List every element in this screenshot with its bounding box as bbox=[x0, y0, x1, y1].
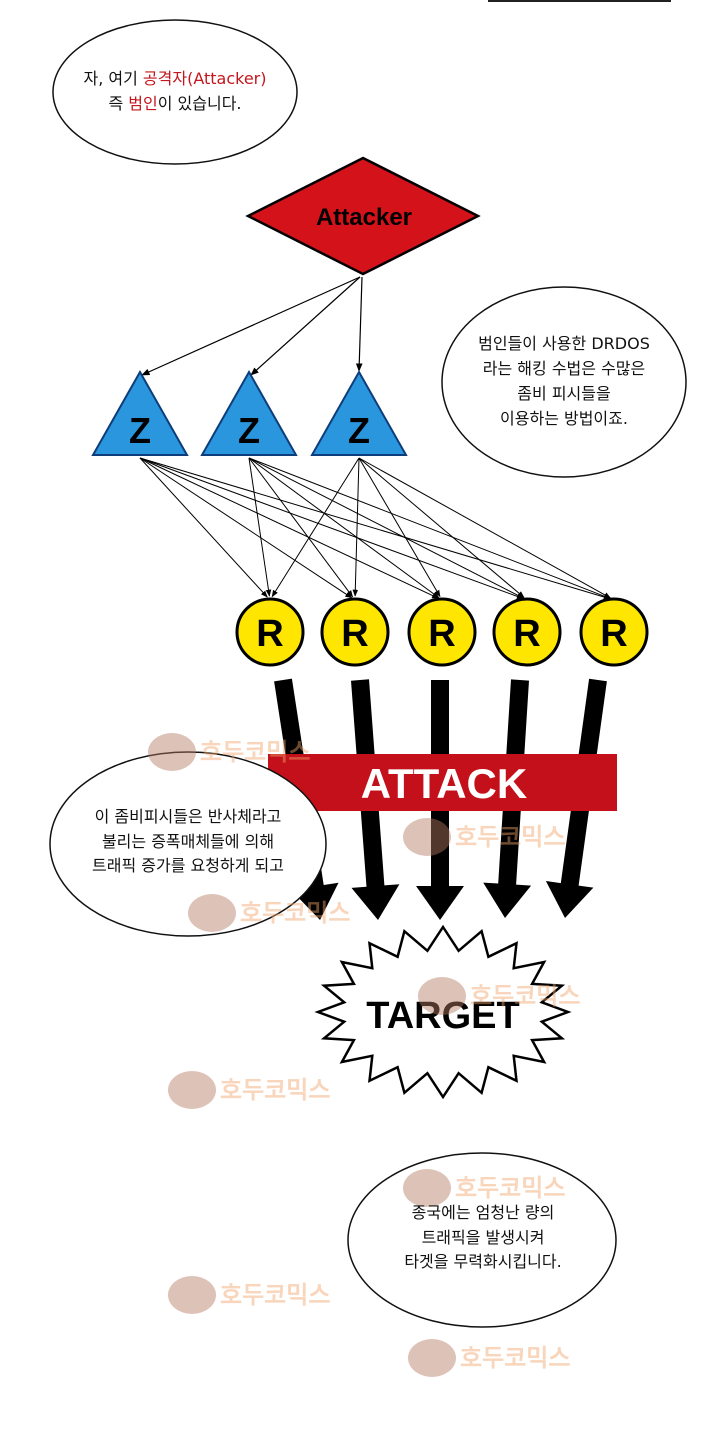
watermark-logo-icon bbox=[148, 733, 196, 771]
zombie-label: Z bbox=[348, 410, 370, 451]
attack-band: ATTACK bbox=[268, 754, 617, 811]
watermark: 호두코믹스 bbox=[148, 733, 310, 771]
intro-bubble-shape bbox=[52, 19, 298, 165]
reflector-node: R bbox=[407, 597, 477, 667]
attacker-diamond bbox=[245, 156, 481, 276]
reflector-circle bbox=[492, 597, 562, 667]
reflector-label: R bbox=[341, 613, 368, 655]
reflector-circle bbox=[579, 597, 649, 667]
target-node: TARGET bbox=[314, 924, 572, 1100]
connection-arrow bbox=[358, 457, 441, 598]
reflector-label: R bbox=[256, 613, 283, 655]
attack-label: ATTACK bbox=[361, 760, 527, 807]
watermark-text: 호두코믹스 bbox=[470, 982, 580, 1010]
watermark-text: 호두코믹스 bbox=[220, 1281, 330, 1309]
reflector-node: R bbox=[579, 597, 649, 667]
watermark-text: 호두코믹스 bbox=[455, 823, 565, 851]
zombie-label: Z bbox=[238, 410, 260, 451]
zombie-node: Z bbox=[310, 369, 408, 456]
connection-arrow bbox=[248, 457, 525, 599]
connection-arrow bbox=[139, 457, 611, 600]
watermark: 호두코믹스 bbox=[403, 818, 565, 856]
connection-arrow bbox=[352, 457, 360, 597]
watermark-logo-icon bbox=[168, 1276, 216, 1314]
drdos-bubble-shape bbox=[441, 286, 687, 478]
watermark-logo-icon bbox=[188, 894, 236, 932]
connection-arrow bbox=[141, 276, 361, 376]
connection-arrow bbox=[271, 457, 360, 598]
attacker-to-zombie-arrows bbox=[141, 276, 363, 376]
connection-arrow bbox=[358, 457, 525, 598]
connection-arrow bbox=[358, 457, 612, 599]
reflector-node: R bbox=[235, 597, 305, 667]
watermark: 호두코믹스 bbox=[188, 894, 350, 932]
connection-arrow bbox=[139, 457, 353, 599]
reflector-node: R bbox=[320, 597, 390, 667]
connection-arrow bbox=[139, 457, 524, 600]
zombie-triangle bbox=[200, 369, 298, 456]
attack-band-rect bbox=[268, 754, 617, 811]
connection-arrow bbox=[248, 457, 272, 597]
attacker-label: Attacker bbox=[316, 204, 412, 231]
zombie-node: Z bbox=[91, 369, 189, 456]
target-label: TARGET bbox=[366, 995, 519, 1037]
target-starburst bbox=[314, 924, 572, 1100]
connection-arrow bbox=[139, 457, 440, 599]
reflector-label: R bbox=[513, 613, 540, 655]
reflector-label: R bbox=[428, 613, 455, 655]
reflector-node: R bbox=[492, 597, 562, 667]
watermark-text: 호두코믹스 bbox=[220, 1076, 330, 1104]
watermark: 호두코믹스 bbox=[168, 1071, 330, 1109]
connection-arrow bbox=[139, 457, 268, 598]
watermark-logo-icon bbox=[168, 1071, 216, 1109]
connection-arrow bbox=[248, 457, 354, 598]
watermark-logo-icon bbox=[408, 1339, 456, 1377]
connection-arrow bbox=[248, 457, 440, 599]
watermark-text: 호두코믹스 bbox=[455, 1174, 565, 1202]
watermark-logo-icon bbox=[403, 818, 451, 856]
zombie-node: Z bbox=[200, 369, 298, 456]
connection-arrow bbox=[250, 276, 361, 376]
watermark-text: 호두코믹스 bbox=[200, 738, 310, 766]
connection-arrow bbox=[355, 276, 363, 372]
connection-arrow bbox=[248, 457, 611, 600]
watermark-logo-icon bbox=[403, 1169, 451, 1207]
zombie-triangle bbox=[310, 369, 408, 456]
zombie-triangle bbox=[91, 369, 189, 456]
watermark: 호두코믹스 bbox=[168, 1276, 330, 1314]
reflector-circle bbox=[235, 597, 305, 667]
end-bubble-shape bbox=[347, 1152, 617, 1328]
reflect-bubble-shape bbox=[49, 751, 327, 937]
watermark: 호두코믹스 bbox=[408, 1339, 570, 1377]
watermark: 호두코믹스 bbox=[403, 1169, 565, 1207]
watermark-logo-icon bbox=[418, 977, 466, 1015]
reflector-label: R bbox=[600, 613, 627, 655]
reflector-circle bbox=[320, 597, 390, 667]
zombie-to-reflector-arrows bbox=[139, 457, 612, 600]
top-divider-line bbox=[488, 0, 671, 2]
watermark: 호두코믹스 bbox=[418, 977, 580, 1015]
reflector-circle bbox=[407, 597, 477, 667]
watermark-text: 호두코믹스 bbox=[460, 1344, 570, 1372]
watermark-text: 호두코믹스 bbox=[240, 899, 350, 927]
attacker-node: Attacker bbox=[245, 156, 481, 276]
zombie-label: Z bbox=[129, 410, 151, 451]
